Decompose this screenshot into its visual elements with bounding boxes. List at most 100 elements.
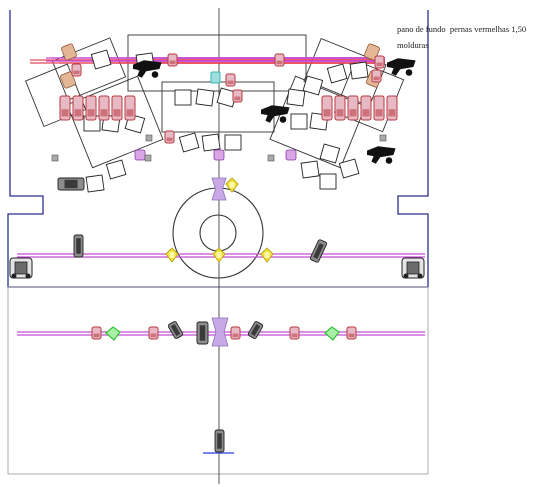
par-can-lens [100, 109, 108, 117]
par-can-lens [166, 137, 173, 142]
fresnel-lens [229, 182, 235, 188]
light-tower-lens [406, 261, 420, 275]
moldura-square [174, 89, 192, 106]
par-can-lens [388, 109, 396, 117]
moldura-square [338, 158, 360, 179]
par-can-icon [373, 95, 385, 121]
light-tower-wheel [11, 273, 17, 279]
generated-layer [9, 43, 425, 454]
moldura-square [201, 133, 221, 152]
cyan-fixture [210, 71, 221, 84]
par-can-icon [334, 95, 346, 121]
par-can-lens [126, 109, 134, 117]
par-can-lens [373, 76, 380, 81]
moldura-square [195, 88, 215, 107]
par-can-icon [347, 95, 359, 121]
dimmer-box [267, 154, 275, 162]
par-can-lens [113, 109, 121, 117]
magenta-fixture [285, 149, 297, 161]
par-can-lens [150, 333, 157, 338]
profile-spot-icon [261, 105, 290, 123]
par-can-lens [291, 333, 298, 338]
note-frames: molduras [397, 40, 429, 50]
profile-spot-body [261, 105, 290, 123]
moldura-square [349, 61, 369, 80]
moldura-square [290, 113, 308, 130]
frame-panel [161, 81, 275, 133]
par-can-lens [93, 333, 100, 338]
profile-spot-icon [367, 146, 396, 164]
profile-spot-icon [133, 60, 162, 78]
moving-head-lens [250, 324, 261, 336]
moldura-square [85, 174, 105, 193]
wing-unit [61, 43, 77, 61]
profile-spot-foot [385, 157, 393, 164]
par-can-lens [232, 333, 239, 338]
magenta-fixture [134, 149, 146, 161]
par-can-icon [98, 95, 110, 121]
moving-head-lens [217, 433, 222, 449]
light-tower-wheel [25, 273, 31, 279]
moldura-square [319, 173, 337, 190]
turntable-inner [199, 214, 237, 252]
moving-head-lens [313, 243, 324, 259]
par-can-icon [360, 95, 372, 121]
par-can-lens [169, 60, 176, 65]
dimmer-box [144, 154, 152, 162]
par-can-lens [362, 109, 370, 117]
fresnel-lens [216, 252, 222, 258]
light-tower-wheel [417, 273, 423, 279]
dimmer-box [379, 134, 387, 142]
profile-spot-icon [387, 58, 416, 76]
follow-spot-icon [211, 317, 229, 347]
dimmer-box [145, 134, 153, 142]
fresnel-lens [264, 252, 270, 258]
turntable-outer [172, 187, 264, 279]
wing-unit [60, 71, 76, 89]
moldura-square [300, 160, 320, 179]
moving-head-lens [76, 238, 81, 254]
light-tower-wheel [403, 273, 409, 279]
light-tower-icon [401, 257, 425, 279]
par-can-lens [61, 109, 69, 117]
par-can-lens [87, 109, 95, 117]
fresnel-lens [169, 252, 175, 258]
dimmer-box [51, 154, 59, 162]
par-can-icon [59, 95, 71, 121]
par-can-lens [336, 109, 344, 117]
note-legs: pernas vermelhas 1,50 [449, 24, 527, 34]
par-can-lens [74, 109, 82, 117]
frame-panel [66, 75, 164, 169]
moldura-square [105, 159, 127, 180]
par-can-lens [227, 80, 234, 85]
wash-icon [105, 326, 121, 341]
moldura-square [319, 143, 341, 164]
par-can-lens [234, 96, 241, 101]
moving-head-lens [199, 325, 206, 341]
par-can-lens [73, 70, 80, 75]
par-can-lens [375, 109, 383, 117]
moldura-square [302, 75, 324, 96]
par-can-lens [376, 62, 383, 67]
profile-spot-foot [279, 116, 287, 123]
par-can-icon [321, 95, 333, 121]
moving-head-lens [170, 324, 181, 336]
moldura-square [286, 88, 306, 107]
profile-spot-body [387, 58, 416, 76]
profile-spot-foot [405, 69, 413, 76]
frame-panel [51, 37, 127, 101]
par-can-icon [85, 95, 97, 121]
par-can-icon [72, 95, 84, 121]
par-can-lens [323, 109, 331, 117]
light-tower-icon [9, 257, 33, 279]
par-can-icon [111, 95, 123, 121]
moldura-square [178, 132, 200, 153]
note-backdrop-legs: pano de fundo pernas vermelhas 1,50 [397, 24, 526, 34]
moving-head-lens [64, 179, 78, 189]
par-can-icon [386, 95, 398, 121]
follow-spot-icon [211, 177, 227, 201]
profile-spot-body [367, 146, 396, 164]
audience-area [7, 286, 429, 475]
moldura-square [224, 134, 242, 151]
